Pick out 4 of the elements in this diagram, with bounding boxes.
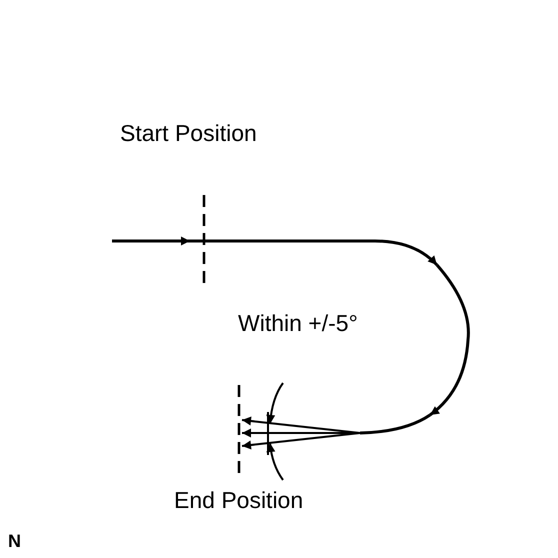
position-label: Start Position: [120, 122, 257, 145]
tolerance-label: Within +/-5°: [238, 312, 358, 335]
figure-code: N: [8, 532, 21, 550]
position-label: End Position: [174, 489, 304, 512]
